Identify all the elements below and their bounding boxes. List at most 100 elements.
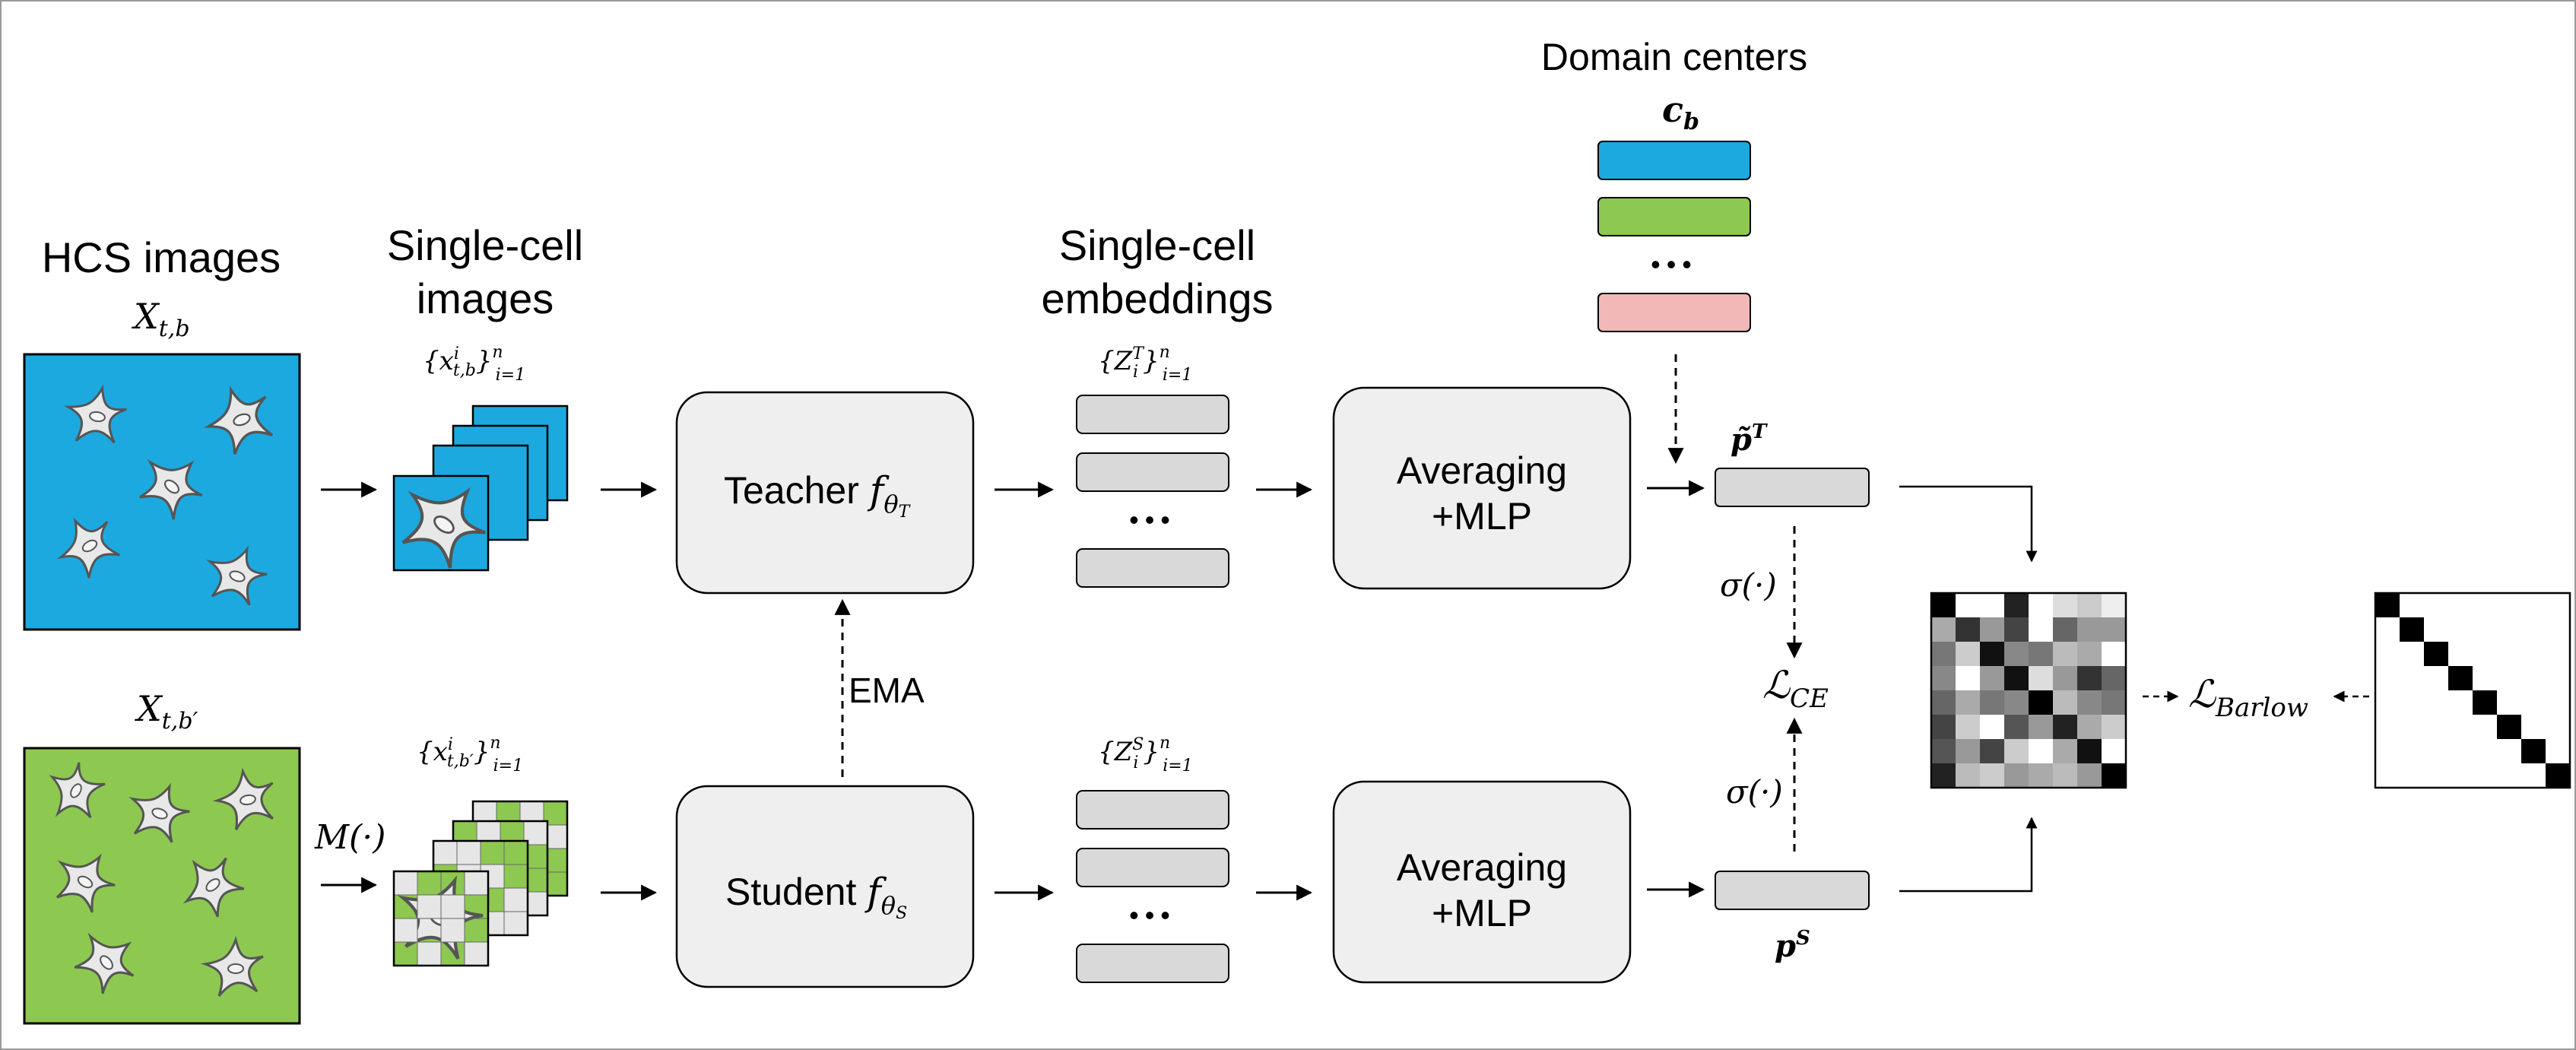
- x-tbp-label: Xt,b′: [135, 688, 198, 734]
- matrix-cell: [1980, 642, 2004, 666]
- matrix-cell: [2029, 690, 2053, 715]
- matrix-cell: [2029, 617, 2053, 642]
- barlow-loss-label: ℒBarlow: [2188, 672, 2308, 723]
- hcs-images-title: HCS images: [42, 233, 281, 281]
- mask-patch: [465, 871, 488, 895]
- arrow-student-prototype-to-matrix: [1899, 817, 2038, 893]
- matrix-cell: [2102, 715, 2126, 739]
- matrix-cell: [2004, 617, 2029, 642]
- embedding-bar: [1076, 395, 1229, 434]
- mask-patch: [417, 895, 441, 918]
- student-single-cell-stack: [388, 800, 569, 968]
- matrix-cell: [2053, 739, 2077, 763]
- matrix-cell: [2102, 763, 2126, 788]
- mask-patch: [457, 841, 481, 864]
- arrow-teacher-prototype-to-matrix: [1899, 485, 2038, 563]
- matrix-cell: [2029, 763, 2053, 788]
- identity-diagonal-cell: [2497, 715, 2521, 739]
- matrix-cell: [2102, 666, 2126, 690]
- teacher-averaging-label-1: Averaging: [1397, 449, 1567, 492]
- hcs-image-blue: [23, 353, 301, 631]
- masked-tile: [388, 866, 490, 968]
- matrix-cell: [1956, 690, 1980, 715]
- matrix-cell: [2077, 642, 2102, 666]
- matrix-cell: [1980, 666, 2004, 690]
- domain-center-ellipsis: •••: [1651, 249, 1698, 280]
- matrix-cell: [1956, 593, 1980, 617]
- identity-diagonal-cell: [2424, 642, 2448, 666]
- matrix-cell: [1956, 666, 1980, 690]
- matrix-cell: [2053, 763, 2077, 788]
- mask-patch: [441, 918, 465, 942]
- teacher-prototype-bar: [1715, 468, 1870, 507]
- matrix-cell: [2102, 617, 2126, 642]
- cross-entropy-loss-label: ℒCE: [1762, 663, 1829, 714]
- teacher-averaging-mlp-block[interactable]: [1332, 386, 1632, 590]
- single-cell-embeddings-title-2: embeddings: [1041, 274, 1273, 322]
- matrix-cell: [2077, 690, 2102, 715]
- teacher-network-block[interactable]: [675, 391, 975, 595]
- identity-diagonal-cell: [2400, 617, 2424, 642]
- embedding-bar: [1076, 548, 1229, 588]
- matrix-cell: [1931, 593, 1956, 617]
- mask-patch: [417, 942, 441, 966]
- matrix-cell: [1956, 617, 1980, 642]
- identity-matrix: [2374, 592, 2571, 789]
- arrows: [321, 354, 2369, 901]
- teacher-single-cell-stack: [387, 404, 569, 578]
- matrix-cell: [1956, 642, 1980, 666]
- matrix-cell: [1931, 739, 1956, 763]
- teacher-network-label: Teacher fθT: [724, 468, 912, 522]
- matrix-cell: [2077, 739, 2102, 763]
- hcs-image-green: [23, 747, 301, 1025]
- student-prototype-label: pS: [1775, 927, 1810, 964]
- teacher-averaging-label-2: +MLP: [1432, 495, 1532, 538]
- matrix-cell: [2004, 593, 2029, 617]
- embedding-ellipsis: •••: [1129, 504, 1176, 535]
- matrix-cell: [2053, 617, 2077, 642]
- matrix-cell: [1980, 690, 2004, 715]
- mask-patch: [504, 888, 528, 912]
- student-network-block[interactable]: [675, 785, 975, 988]
- matrix-cell: [1931, 617, 1956, 642]
- identity-diagonal-cell: [2521, 739, 2546, 763]
- student-averaging-label-1: Averaging: [1397, 846, 1567, 889]
- domain-center-blue: [1597, 141, 1751, 180]
- student-averaging-mlp-block[interactable]: [1332, 780, 1632, 984]
- domain-centers: •••: [1597, 141, 1751, 332]
- masked-cell-tile: [388, 800, 569, 968]
- matrix-cell: [2053, 666, 2077, 690]
- cross-correlation-matrix: [1930, 592, 2127, 789]
- student-prototype-bar: [1715, 871, 1870, 910]
- embedding-bar: [1076, 790, 1229, 830]
- matrix-cell: [2102, 593, 2126, 617]
- matrix-cell: [1931, 642, 1956, 666]
- matrix-cell: [1931, 715, 1956, 739]
- matrix-cell: [1980, 715, 2004, 739]
- identity-diagonal-cell: [2375, 593, 2400, 617]
- matrix-cell: [2102, 690, 2126, 715]
- mask-patch: [441, 895, 465, 918]
- student-embeddings: •••: [1076, 790, 1229, 983]
- matrix-cell: [2029, 642, 2053, 666]
- matrix-cell: [2029, 593, 2053, 617]
- mask-operator-label: M(·): [314, 818, 385, 857]
- sigma-top-label: σ(·): [1720, 566, 1777, 604]
- identity-diagonal-cell: [2546, 763, 2570, 788]
- mask-patch: [433, 841, 457, 864]
- domain-centers-title: Domain centers: [1541, 36, 1807, 78]
- matrix-cell: [2029, 666, 2053, 690]
- embedding-ellipsis: •••: [1129, 899, 1176, 931]
- embedding-bar: [1076, 848, 1229, 887]
- matrix-cell: [2077, 715, 2102, 739]
- matrix-cell: [2053, 690, 2077, 715]
- single-cell-images-title-2: images: [417, 274, 554, 322]
- student-averaging-label-2: +MLP: [1432, 892, 1532, 934]
- mask-patch: [394, 918, 417, 942]
- matrix-cell: [1980, 763, 2004, 788]
